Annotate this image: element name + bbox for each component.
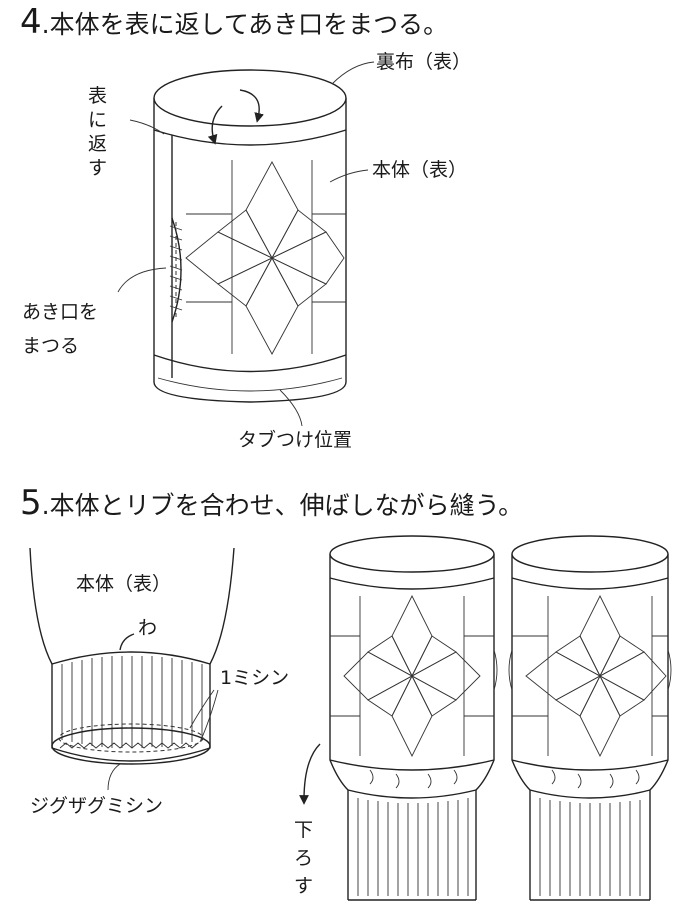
- step4-title: .本体を表に返してあき口をまつる。: [42, 10, 448, 39]
- rotate-arrow-icon: [239, 89, 264, 123]
- label-turn-out-3: 返: [88, 133, 107, 155]
- band-line-top: [153, 129, 347, 146]
- cyl2-side-bumps: [508, 649, 672, 691]
- cyl1-side-bump: [493, 649, 498, 691]
- leader-one-stitch-b: [199, 689, 219, 743]
- step5-number: 5: [20, 483, 42, 523]
- cyl2-rib-lines: [539, 798, 641, 896]
- cylinder-top: [153, 69, 347, 127]
- cylinder-body: [153, 98, 347, 403]
- cyl1-band-bottom: [329, 759, 495, 771]
- label-body-front-5: 本体（表）: [76, 573, 171, 595]
- cyl1-band-top: [329, 577, 495, 590]
- label-turn-out-4: す: [88, 157, 107, 179]
- label-inner-fabric: 裏布（表）: [376, 51, 471, 73]
- gather-marks: [369, 769, 458, 789]
- leader-one-stitch-a: [189, 689, 215, 729]
- label-one-stitch: 1ミシン: [220, 667, 289, 689]
- gather-marks: [551, 769, 640, 789]
- leader-zigzag: [107, 763, 121, 791]
- stitch-line: [58, 723, 204, 753]
- band-line-bottom: [153, 354, 347, 373]
- leader-slip-stitch: [117, 267, 167, 293]
- rotate-arrow-icon: [207, 105, 223, 145]
- step5-title: .本体とリブを合わせ、伸ばしながら縫う。: [42, 491, 523, 520]
- label-turn-out-2: に: [88, 109, 107, 131]
- leader-tab-position: [279, 389, 303, 427]
- leader-turn-out: [129, 119, 165, 135]
- cyl2-band-bottom: [511, 759, 669, 771]
- label-zigzag: ジグザグミシン: [30, 795, 163, 817]
- star-pattern-icon: [512, 594, 668, 758]
- label-pull-down-2: ろ: [294, 847, 313, 869]
- cyl1-rib-lines: [357, 798, 469, 896]
- cyl2-band-top: [511, 577, 669, 590]
- slip-stitch-marks: [169, 225, 183, 311]
- cyl2-top: [511, 535, 669, 573]
- tube-right-edge: [209, 547, 235, 665]
- step5-rib-assembly: [29, 547, 235, 765]
- step5-cylinder-1: [329, 535, 498, 901]
- rib-bottom-ellipse: [51, 727, 211, 765]
- cyl1-body: [329, 554, 495, 900]
- step4-cylinder: [153, 69, 347, 403]
- leader-inner-fabric: [331, 61, 375, 85]
- fold-curve: [119, 633, 135, 651]
- label-fold: わ: [138, 617, 157, 639]
- cyl1-top: [329, 535, 495, 573]
- label-slip-stitch-2: まつる: [22, 335, 79, 357]
- tab-line: [157, 377, 343, 392]
- star-pattern-icon: [185, 160, 346, 355]
- step5-cylinder-2: [508, 535, 672, 901]
- tube-left-edge: [29, 547, 53, 665]
- star-pattern-icon: [330, 594, 494, 758]
- leader-body-front: [329, 169, 369, 183]
- label-tab-position: タブつけ位置: [238, 428, 352, 451]
- zigzag-stitch: [59, 742, 199, 749]
- label-turn-out-1: 表: [88, 85, 107, 107]
- step4-heading: 4.本体を表に返してあき口をまつる。: [20, 2, 448, 42]
- cyl2-rib-top: [529, 789, 651, 799]
- step4-number: 4: [20, 2, 42, 42]
- label-pull-down-3: す: [294, 875, 313, 897]
- cyl1-rib-top: [347, 789, 477, 799]
- down-arrow-icon: [299, 743, 321, 805]
- label-body-front: 本体（表）: [372, 159, 467, 181]
- rib-lines: [61, 656, 203, 748]
- label-pull-down-1: 下: [294, 819, 313, 841]
- label-slip-stitch-1: あき口を: [22, 301, 98, 323]
- step5-heading: 5.本体とリブを合わせ、伸ばしながら縫う。: [20, 483, 523, 523]
